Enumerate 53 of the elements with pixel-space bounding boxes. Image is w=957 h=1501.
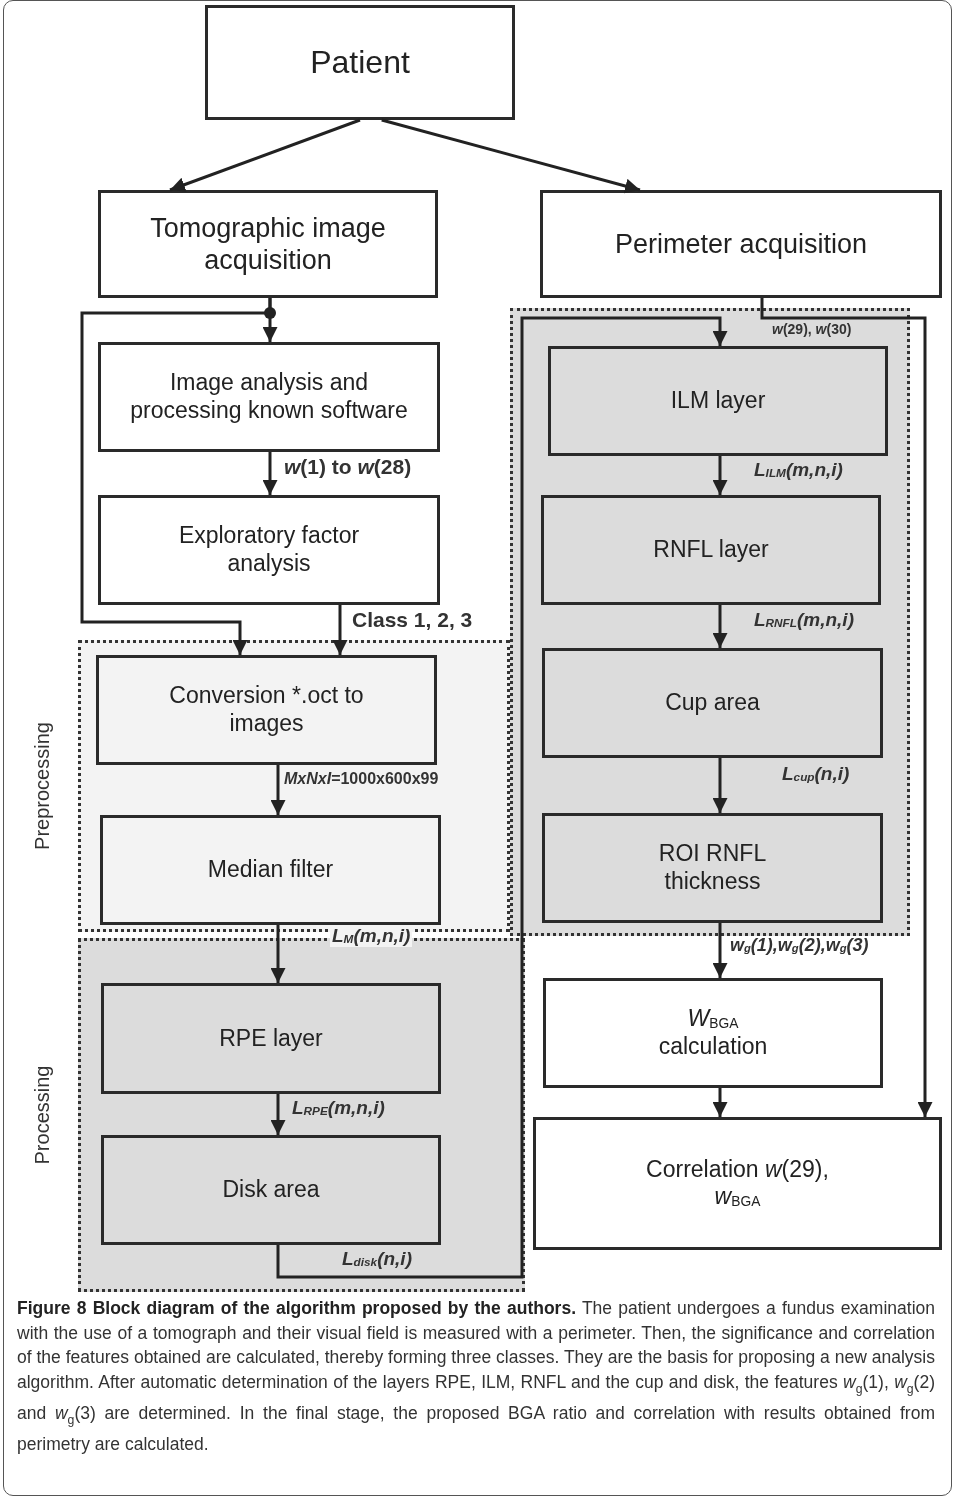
arrow bbox=[712, 605, 728, 648]
arrow bbox=[712, 456, 728, 495]
process-box bbox=[96, 655, 437, 765]
arrow bbox=[270, 925, 286, 983]
arrow bbox=[712, 1088, 728, 1117]
box-label: Patient bbox=[309, 43, 411, 82]
box-label: Correlation w(29), w$_{BGA}$ bbox=[645, 1155, 830, 1212]
process-box bbox=[548, 346, 888, 456]
arrow bbox=[169, 118, 361, 192]
group-panel bbox=[510, 308, 910, 936]
box-label: Tomographic image acquisition bbox=[149, 211, 387, 277]
box-label: Image analysis and processing known software bbox=[129, 369, 409, 425]
box-label: Disk area bbox=[221, 1176, 321, 1204]
box-label: Conversion *.oct to images bbox=[168, 682, 365, 738]
process-box bbox=[542, 648, 883, 758]
box-label: ILM layer bbox=[669, 387, 767, 415]
process-box bbox=[533, 1117, 942, 1250]
process-box bbox=[100, 815, 441, 925]
arrow bbox=[712, 758, 728, 813]
arrow bbox=[760, 298, 933, 1117]
arrow bbox=[381, 118, 641, 194]
process-box bbox=[101, 983, 441, 1094]
edge-label: Class 1, 2, 3 bbox=[351, 608, 474, 632]
arrow bbox=[80, 298, 272, 655]
arrow bbox=[270, 1094, 286, 1135]
group-heading: Preprocessing bbox=[30, 722, 54, 850]
box-label: RNFL layer bbox=[652, 536, 770, 564]
process-box bbox=[542, 813, 883, 923]
edge-label: MxNxI=1000x600x99 bbox=[283, 770, 440, 788]
group-heading: Processing bbox=[30, 1065, 54, 1165]
edge-label: w(29), w(30) bbox=[771, 322, 853, 338]
process-box bbox=[98, 495, 440, 605]
box-label: Exploratory factor analysis bbox=[177, 522, 361, 578]
box-label: Cup area bbox=[664, 689, 761, 717]
process-box bbox=[101, 1135, 441, 1245]
box-label: ROI RNFL thickness bbox=[657, 840, 768, 896]
edge-label: w(1) to w(28) bbox=[283, 455, 413, 479]
process-box bbox=[540, 190, 942, 298]
box-label: Perimeter acquisition bbox=[613, 227, 869, 261]
arrow bbox=[332, 605, 348, 655]
process-box bbox=[543, 978, 883, 1088]
arrow bbox=[276, 316, 728, 1279]
box-label: RPE layer bbox=[218, 1024, 324, 1053]
box-label: W$_{BGA}$ calculation bbox=[657, 1005, 769, 1061]
arrow bbox=[270, 765, 286, 815]
process-box bbox=[205, 5, 515, 120]
arrow bbox=[712, 923, 728, 978]
process-box bbox=[541, 495, 881, 605]
arrow bbox=[262, 452, 278, 495]
process-box bbox=[98, 342, 440, 452]
figure-caption: Figure 8 Block diagram of the algorithm proposed by the authors. The patient undergoes a fundus examination with the use of a tomograph and their visual field is measured with a perimeter. Then, the significance and correlation of the features obtained are calculated, thereby forming three classes. They are the basis for proposing a new analysis algorithm. After automatic determination of the layers RPE, ILM, RNFL and the cup and disk, the features w$_{g}$(1), w$_{g}$(2) and w$_{g}$(3) are determined. In the final stage, the proposed BGA ratio and correlation with results obtained from perimetry are calculated. bbox=[17, 1297, 935, 1456]
process-box bbox=[98, 190, 438, 298]
box-label: Median filter bbox=[206, 856, 335, 884]
